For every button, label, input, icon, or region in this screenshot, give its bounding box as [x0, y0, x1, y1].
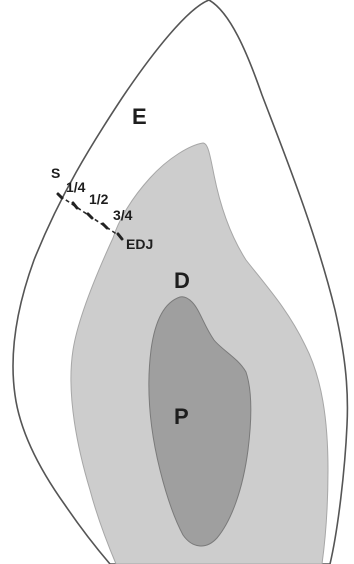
dentin-label: D [174, 268, 190, 293]
three-quarter-label: 3/4 [113, 207, 133, 223]
pulp-label: P [174, 404, 189, 429]
half-label: 1/2 [89, 191, 109, 207]
surface-tick [58, 194, 62, 198]
surface-label: S [51, 165, 60, 181]
edj-label: EDJ [126, 236, 153, 252]
enamel-label: E [132, 104, 147, 129]
quarter-label: 1/4 [66, 179, 86, 195]
